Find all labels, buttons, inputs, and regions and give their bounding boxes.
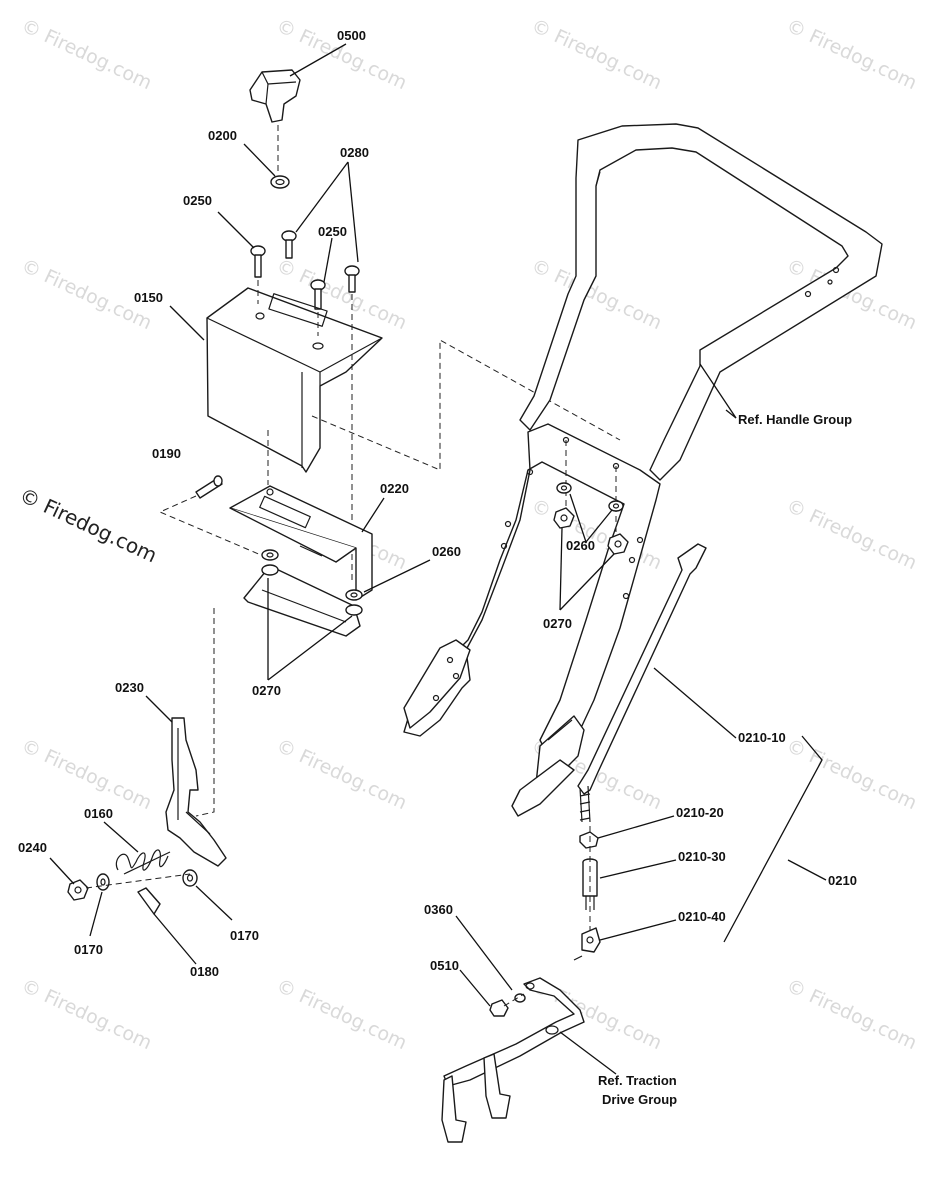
label-0210-20: 0210-20: [676, 805, 724, 820]
nut-0210-20: [579, 831, 599, 849]
ref-traction-line2: Drive Group: [602, 1092, 677, 1107]
ref-traction-line1: Ref. Traction: [598, 1073, 677, 1088]
bolt-0250-a: [250, 245, 266, 278]
cotter-pin-0180: [137, 887, 161, 915]
washer-0170-b: [182, 869, 198, 887]
nut-0270-right-b: [607, 533, 629, 555]
label-0260-a: 0260: [432, 544, 461, 559]
handle-upper: [519, 123, 883, 481]
label-0210-40: 0210-40: [678, 909, 726, 924]
knob-0500: [249, 69, 301, 123]
shift-shield: [243, 565, 361, 637]
bolt-0280-b: [344, 265, 360, 293]
washer-0260-right-b: [608, 500, 624, 512]
label-0220: 0220: [380, 481, 409, 496]
label-0240: 0240: [18, 840, 47, 855]
watermark: © Firedog.com: [783, 975, 920, 1055]
label-0360: 0360: [424, 902, 453, 917]
watermark: © Firedog.com: [18, 735, 155, 815]
watermark: © Firedog.com: [273, 735, 410, 815]
trunnion-0210-40: [573, 927, 601, 961]
washer-0260-right-a: [556, 482, 572, 494]
nut-0270-b: [345, 604, 363, 616]
handle-lower: [403, 423, 661, 817]
shift-rod-0210-10: [577, 543, 707, 823]
nut-0240: [67, 879, 89, 901]
nut-0200: [270, 175, 290, 189]
label-0280: 0280: [340, 145, 369, 160]
nut-0260-a: [261, 549, 279, 561]
label-0270-a: 0270: [252, 683, 281, 698]
label-0150: 0150: [134, 290, 163, 305]
label-0180: 0180: [190, 964, 219, 979]
watermark: © Firedog.com: [783, 15, 920, 95]
brand-watermark: © Firedog.com: [16, 483, 161, 568]
washer-0170-a: [96, 873, 110, 891]
washer-0360: [514, 993, 526, 1003]
watermark: © Firedog.com: [18, 975, 155, 1055]
label-0510: 0510: [430, 958, 459, 973]
label-0260-b: 0260: [566, 538, 595, 553]
part-labels: 0500 0200 0280 0250 0250 0150 0190 0220 …: [18, 28, 857, 1107]
watermark: © Firedog.com: [528, 15, 665, 95]
ref-handle-group: Ref. Handle Group: [738, 412, 852, 427]
label-0210-10: 0210-10: [738, 730, 786, 745]
nut-0510: [489, 999, 509, 1017]
spring-0160: [115, 849, 171, 875]
label-0250-a: 0250: [183, 193, 212, 208]
label-0190: 0190: [152, 446, 181, 461]
nut-0260-b: [345, 589, 363, 601]
label-0170-a: 0170: [74, 942, 103, 957]
label-0210: 0210: [828, 873, 857, 888]
watermark: © Firedog.com: [273, 975, 410, 1055]
label-0200: 0200: [208, 128, 237, 143]
label-0160: 0160: [84, 806, 113, 821]
label-0210-30: 0210-30: [678, 849, 726, 864]
bracket-0150: [206, 287, 383, 473]
leader-lines: [49, 43, 827, 1075]
bolt-0250-b: [310, 279, 326, 310]
bolt-0280-a: [281, 230, 297, 259]
watermark: © Firedog.com: [18, 15, 155, 95]
label-0500: 0500: [337, 28, 366, 43]
watermark: © Firedog.com: [783, 735, 920, 815]
indicator-plate-0220: [229, 485, 373, 601]
watermark: © Firedog.com: [783, 495, 920, 575]
label-0230: 0230: [115, 680, 144, 695]
label-0270-b: 0270: [543, 616, 572, 631]
nut-0270-right-a: [553, 507, 575, 529]
screw-0190: [195, 475, 223, 499]
label-0170-b: 0170: [230, 928, 259, 943]
traction-linkage: [441, 977, 585, 1143]
nut-0270-a: [261, 564, 279, 576]
label-0250-b: 0250: [318, 224, 347, 239]
shift-lever-0230: [165, 717, 227, 867]
